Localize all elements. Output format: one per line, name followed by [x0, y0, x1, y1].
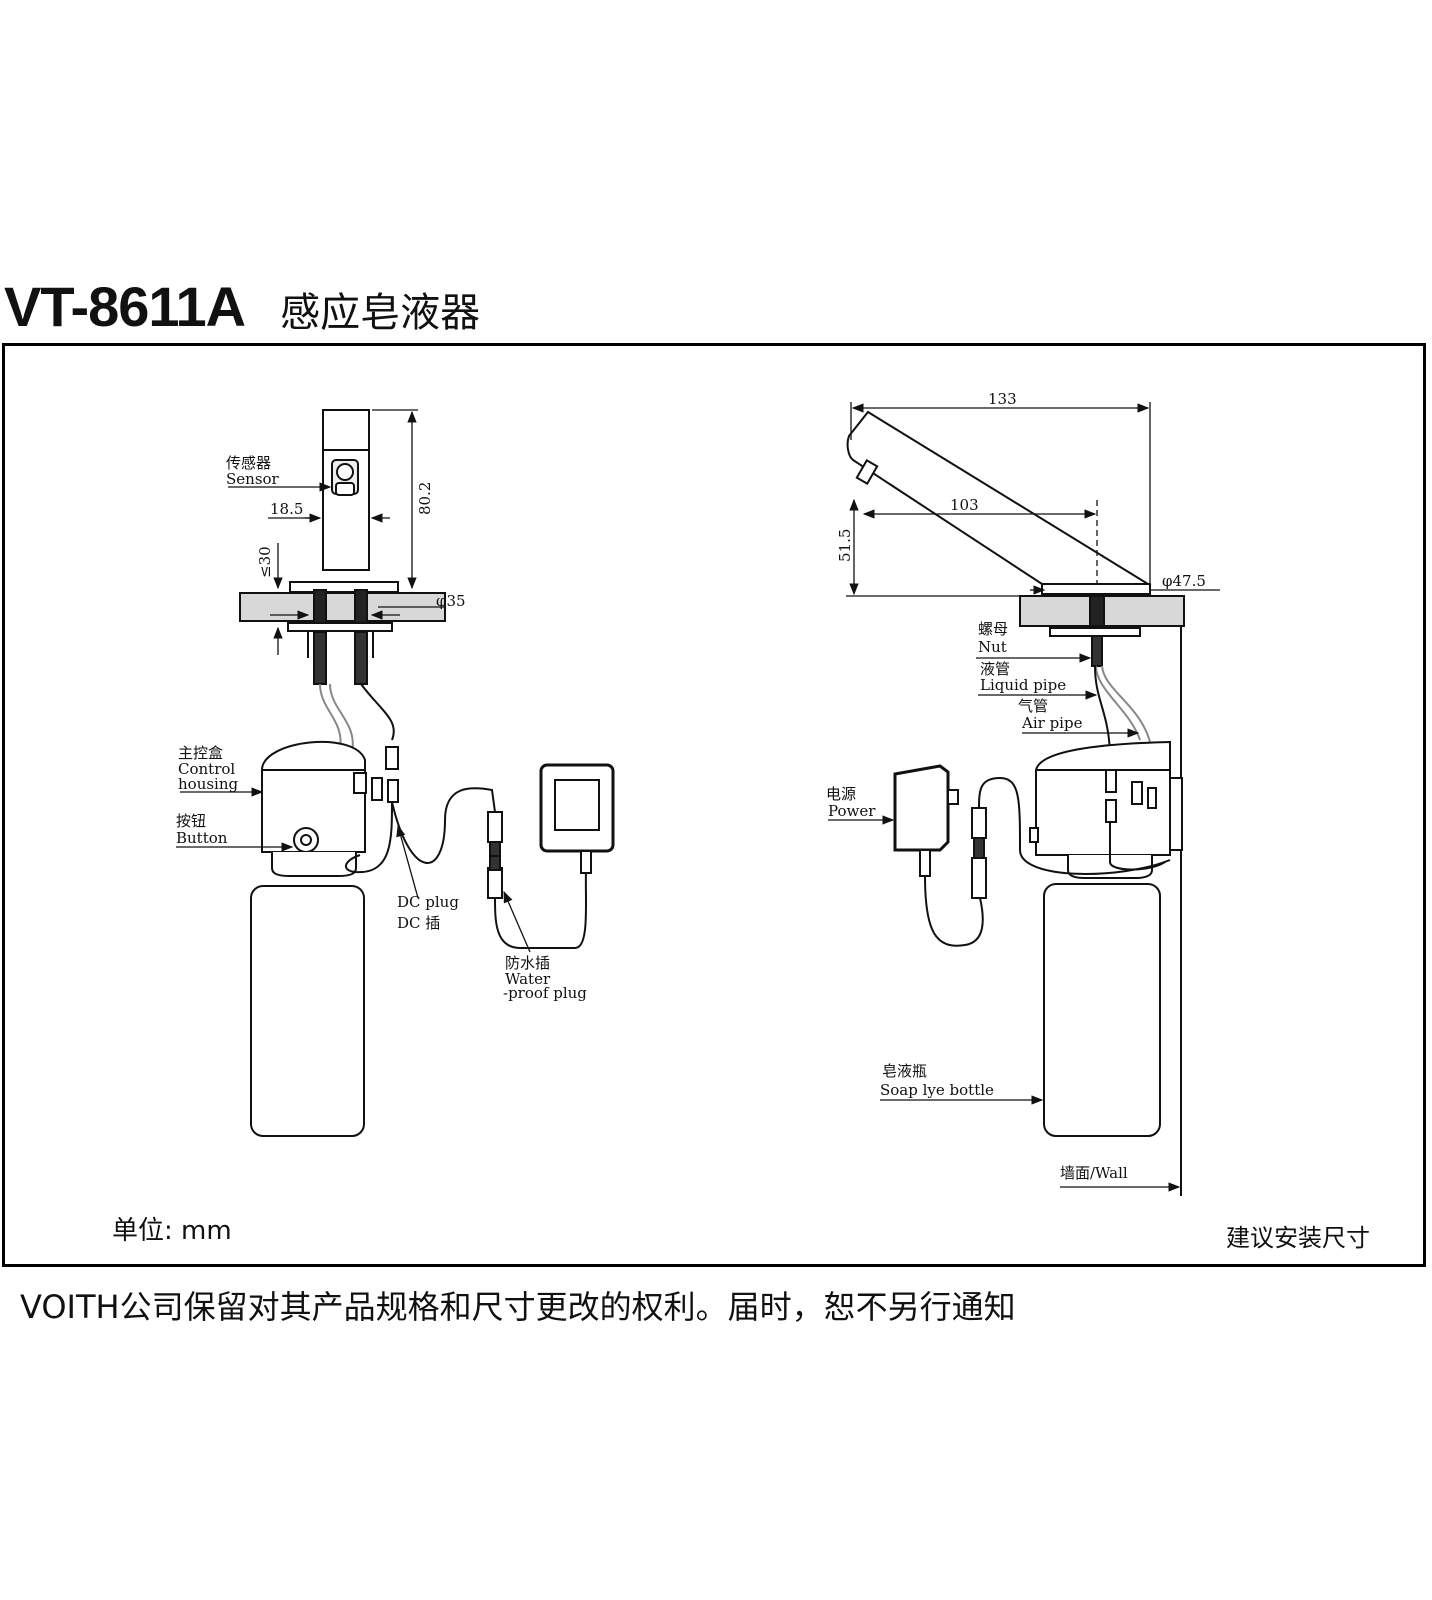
power-label-en: Power — [828, 802, 876, 820]
control-label-en1: Control — [178, 760, 235, 778]
waterproof-label-en1: Water — [505, 970, 551, 988]
liquid-pipe-label-en: Liquid pipe — [980, 676, 1066, 694]
air-pipe-label-cn: 气管 — [1018, 697, 1048, 715]
liquid-pipe-label-cn: 液管 — [980, 660, 1010, 678]
dc-plug-label-cn: DC 插 — [397, 914, 440, 932]
soap-bottle-left — [250, 885, 365, 1137]
nut-label-en: Nut — [978, 638, 1007, 656]
control-label-cn: 主控盒 — [178, 744, 223, 762]
button-label-cn: 按钮 — [176, 812, 206, 830]
wall-label: 墙面/Wall — [1060, 1164, 1128, 1182]
base-flange — [289, 581, 399, 593]
dim-reach: 103 — [950, 496, 979, 514]
right-dimensions — [828, 402, 1220, 1192]
button-label-en: Button — [176, 829, 228, 847]
unit-label: 单位: mm — [112, 1216, 232, 1246]
dim-spout-height: 51.5 — [836, 529, 854, 562]
air-pipe-label-en: Air pipe — [1021, 714, 1083, 732]
nut-label-cn: 螺母 — [978, 620, 1008, 638]
dim-length: 133 — [988, 390, 1017, 408]
left-dimensions — [176, 409, 531, 953]
install-note: 建议安装尺寸 — [1226, 1224, 1370, 1252]
dim-deck-max: ≤30 — [256, 546, 274, 578]
waterproof-label-en2: -proof plug — [503, 984, 587, 1002]
drawing-frame — [2, 343, 1426, 1267]
sensor-label-en: Sensor — [226, 470, 280, 488]
product-name: 感应皂液器 — [280, 290, 481, 336]
left-front-view — [239, 409, 615, 1137]
footer-disclaimer: VOITH公司保留对其产品规格和尺寸更改的权利。届时，恕不另行通知 — [20, 1288, 1016, 1326]
dim-sensor-width: 18.5 — [270, 500, 303, 518]
title-bar: VT-8611A 感应皂液器 — [4, 274, 480, 338]
control-label-en2: housing — [178, 775, 239, 793]
spout — [846, 410, 1152, 585]
waterproof-label-cn: 防水插 — [505, 954, 550, 972]
soap-bottle-right — [1043, 883, 1161, 1137]
dim-base-dia: φ47.5 — [1162, 572, 1206, 590]
dim-height: 80.2 — [416, 482, 434, 515]
right-side-view — [846, 410, 1185, 1196]
sensor-label-cn: 传感器 — [226, 454, 271, 472]
bottle-label-en: Soap lye bottle — [880, 1081, 994, 1099]
bottle-label-cn: 皂液瓶 — [882, 1062, 927, 1080]
dim-hole-dia: φ35 — [436, 592, 466, 610]
dc-plug-label-en: DC plug — [397, 893, 459, 911]
model-number: VT-8611A — [4, 275, 246, 338]
power-adapter-right — [893, 764, 950, 852]
power-label-cn: 电源 — [826, 785, 856, 803]
